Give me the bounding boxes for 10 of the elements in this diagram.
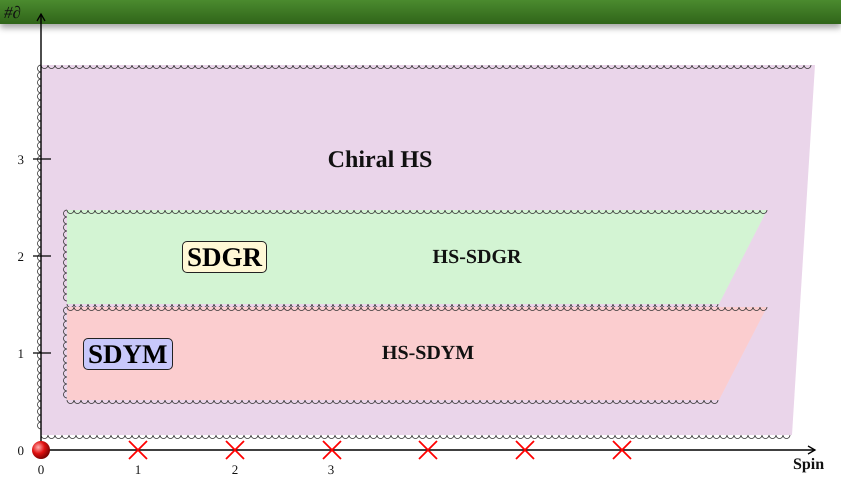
axis-title: #∂ [4,4,21,21]
tick-label: 2 [232,463,238,476]
tick-label: 1 [18,347,24,360]
tick-label: 0 [38,463,44,476]
tick-label: 1 [134,463,142,476]
tick-label: 2 [18,250,24,263]
axis-title: Spin [793,457,824,473]
tick-label: 3 [328,463,334,476]
tick-label: 3 [18,153,24,166]
tick-label: 0 [18,444,24,457]
